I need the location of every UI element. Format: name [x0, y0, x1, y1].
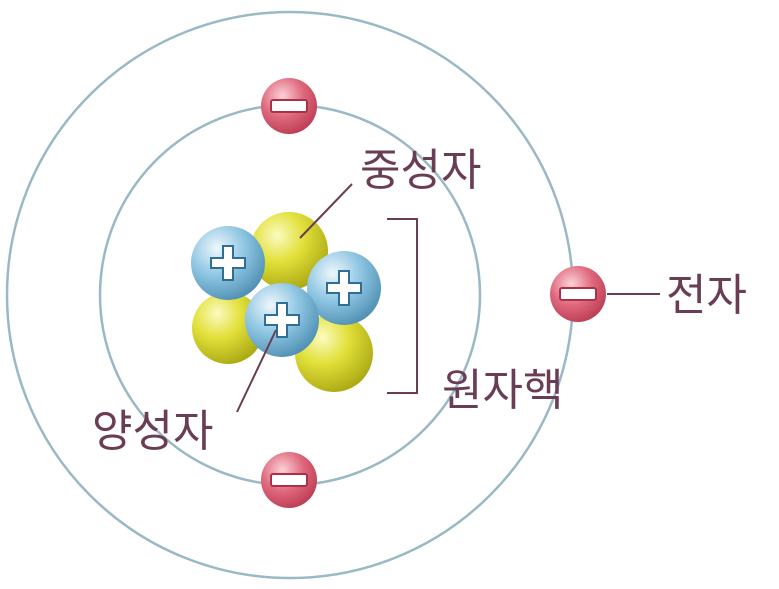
- neutron-leader-line: [299, 183, 353, 239]
- proton-label: 양성자: [92, 406, 213, 457]
- electron-label: 전자: [666, 270, 747, 321]
- neutron-label: 중성자: [360, 145, 481, 196]
- proton-leader-line: [236, 329, 277, 413]
- electron: [261, 452, 317, 508]
- nucleus-label: 원자핵: [442, 365, 563, 416]
- nucleus-bracket: [387, 218, 418, 394]
- electron: [261, 78, 317, 134]
- proton: [307, 251, 381, 325]
- proton: [191, 226, 265, 300]
- electron: [550, 266, 606, 322]
- proton: [245, 283, 319, 357]
- minus-icon: [270, 99, 308, 113]
- neutron: [192, 292, 264, 364]
- minus-icon: [270, 473, 308, 487]
- neutron: [250, 212, 328, 290]
- nucleus: [191, 212, 381, 392]
- minus-icon: [559, 287, 597, 301]
